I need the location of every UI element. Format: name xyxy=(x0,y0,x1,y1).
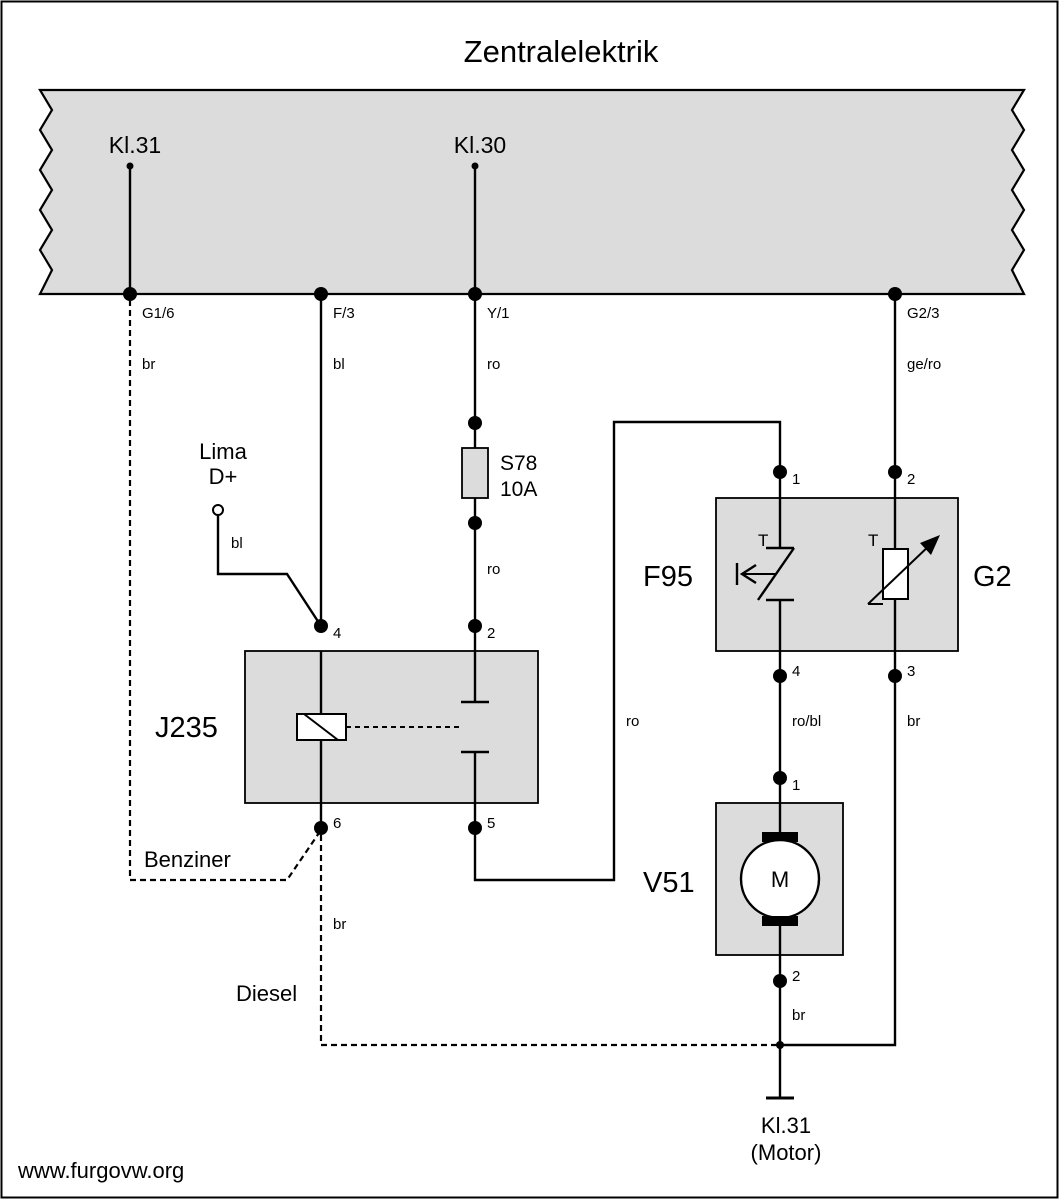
fuse-bottom-dot xyxy=(468,516,482,530)
wire-color-br-j235: br xyxy=(333,916,346,933)
j235-pin-5-label: 5 xyxy=(487,815,495,832)
j235-pin-2-dot xyxy=(468,619,482,633)
wire-color-ro-y1: ro xyxy=(487,356,500,373)
connector-g2-3-label: G2/3 xyxy=(907,305,940,322)
terminal-kl30-label: Kl.30 xyxy=(454,132,506,158)
central-electrics-panel xyxy=(38,88,1026,296)
ground-kl31-label: Kl.31 xyxy=(761,1113,811,1138)
g2-pin-3-label: 3 xyxy=(907,663,915,680)
f95-pin-4-label: 4 xyxy=(792,663,800,680)
g2-pin-2-dot xyxy=(888,465,902,479)
variant-diesel-label: Diesel xyxy=(236,981,297,1006)
sender-g2-label: G2 xyxy=(973,561,1012,593)
diagram-title: Zentralelektrik xyxy=(464,34,659,69)
wire-g2-to-ground xyxy=(780,651,897,1047)
motor-symbol-letter: M xyxy=(771,867,789,892)
wire-color-robl: ro/bl xyxy=(792,713,821,730)
relay-coil-diagonal xyxy=(303,713,339,741)
ground-wire-benziner xyxy=(128,300,322,882)
fuse-top-dot xyxy=(468,416,482,430)
wire-color-br-g16: br xyxy=(142,356,155,373)
variant-benziner-label: Benziner xyxy=(144,847,231,872)
ground-motor-label: (Motor) xyxy=(751,1140,822,1165)
switch-f95-label: F95 xyxy=(643,561,693,593)
connector-y1-label: Y/1 xyxy=(487,305,510,322)
watermark-text: www.furgovw.org xyxy=(17,1158,184,1183)
terminal-kl31-label: Kl.31 xyxy=(109,132,161,158)
g2-variable-arrow-head xyxy=(920,535,940,555)
g2-variable-arrow-line xyxy=(867,542,933,605)
f95-actuator-symbol xyxy=(735,563,757,585)
wire-color-br-g2: br xyxy=(907,713,920,730)
motor-v51-label: V51 xyxy=(643,867,695,899)
v51-pin-1-label: 1 xyxy=(792,777,800,794)
j235-pin-4-label: 4 xyxy=(333,625,341,642)
wire-color-gero-g23: ge/ro xyxy=(907,356,941,373)
wire-color-ro-loop: ro xyxy=(626,713,639,730)
relay-j235-label: J235 xyxy=(155,712,218,744)
wire-color-bl-lima: bl xyxy=(231,535,243,552)
ground-junction-dot xyxy=(776,1041,784,1049)
fuse-rating: 10A xyxy=(500,478,537,501)
f95-temp-symbol: T xyxy=(758,531,768,550)
f95-pin-1-label: 1 xyxy=(792,471,800,488)
j235-pin-4-dot xyxy=(314,619,328,633)
motor-brush-top xyxy=(762,832,798,842)
v51-pin-1-dot xyxy=(773,771,787,785)
ground-wire-diesel xyxy=(319,835,780,1047)
wire-color-br-v51: br xyxy=(792,1007,805,1024)
connector-g1-6-label: G1/6 xyxy=(142,305,175,322)
wire-j235-to-f95 xyxy=(473,420,782,882)
wire-color-bl-f3: bl xyxy=(333,356,345,373)
wire-lima-to-j235 xyxy=(216,515,323,627)
fuse-s78 xyxy=(461,447,489,499)
g2-temp-symbol: T xyxy=(868,531,878,550)
lima-label-line2: D+ xyxy=(209,464,238,489)
connector-g1-6-dot xyxy=(123,287,137,301)
j235-pin-2-label: 2 xyxy=(487,625,495,642)
g2-pin-2-label: 2 xyxy=(907,471,915,488)
lima-label-line1: Lima xyxy=(199,439,247,464)
wire-color-ro-after-fuse: ro xyxy=(487,561,500,578)
v51-pin-2-label: 2 xyxy=(792,968,800,985)
g2-resistor xyxy=(882,548,909,600)
lima-terminal xyxy=(212,504,224,516)
j235-pin-6-label: 6 xyxy=(333,815,341,832)
connector-f3-label: F/3 xyxy=(333,305,355,322)
motor-brush-bottom xyxy=(762,916,798,926)
fuse-name: S78 xyxy=(500,452,537,475)
